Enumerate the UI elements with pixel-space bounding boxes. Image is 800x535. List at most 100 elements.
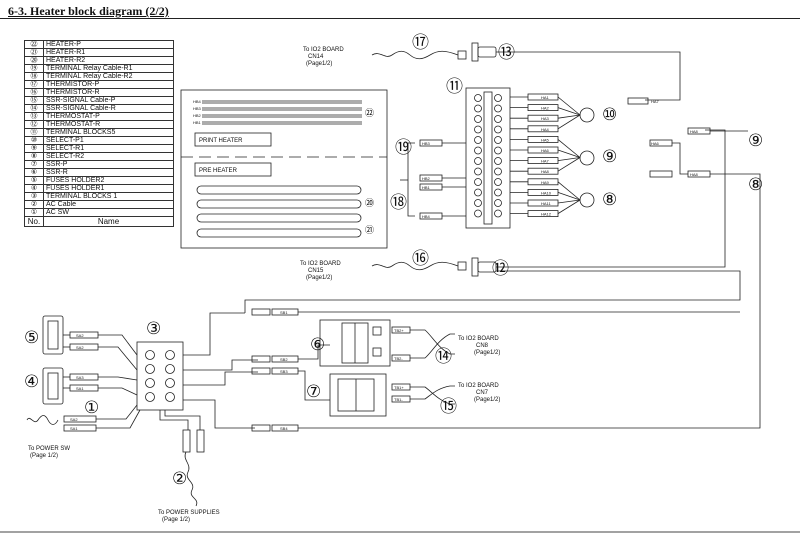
terminal-screw (165, 350, 175, 360)
wire-tag: HA7 (541, 159, 550, 164)
wire-tag: HA9 (541, 180, 550, 185)
callout-7: ⑦ (306, 382, 321, 401)
select-wire (557, 114, 581, 119)
ref-power-sw-line2: (Page 1/2) (30, 453, 58, 459)
wire-tag: HB3 (422, 141, 431, 146)
wire-tag: HB4 (422, 214, 431, 219)
terminal-screw (494, 136, 502, 144)
svg-text:HB2: HB2 (193, 113, 202, 118)
ac-switch-cable (26, 415, 97, 432)
callout-8: ⑧ (602, 190, 617, 209)
callout-21: ㉑ (365, 225, 374, 235)
ref-cn8-line3: (Page1/2) (474, 350, 500, 356)
terminal-block-5 (465, 87, 511, 229)
ref-cn14-line3: (Page1/2) (306, 61, 332, 67)
svg-text:HB4: HB4 (193, 99, 202, 104)
wire-tag: TB2- (394, 356, 403, 361)
ref-cn7-line1: To IO2 BOARD (458, 383, 499, 389)
select-wire (557, 149, 581, 158)
select-wire (557, 96, 581, 116)
select-wire (557, 192, 581, 201)
svg-text:HB3: HB3 (193, 106, 202, 111)
terminal-screw (145, 378, 155, 388)
ref-power-supplies-line2: (Page 1/2) (162, 517, 190, 523)
wire-tag: SB4 (280, 426, 288, 431)
terminal-center-strip (483, 91, 493, 225)
ref-cn7-line3: (Page1/2) (474, 397, 500, 403)
ref-cn15-line3: (Page1/2) (306, 275, 332, 281)
terminal-screw (494, 209, 502, 218)
wire-tag: SA2 (76, 333, 84, 338)
thermistor-r (371, 261, 467, 271)
thermistor-p (371, 50, 467, 60)
terminal-screw (474, 125, 482, 134)
terminal-screw (494, 167, 502, 176)
wire-tag: TB2+ (394, 328, 404, 333)
wire-tag: SA1 (76, 386, 84, 391)
callout-19: ⑲ (395, 138, 412, 157)
wire-tag: HA6 (651, 141, 660, 146)
wire-tag: TB1+ (394, 385, 404, 390)
ref-cn14-line2: CN14 (308, 54, 324, 60)
relay-cable-connectors (400, 139, 466, 220)
terminal-screw (145, 364, 155, 374)
select-wire (557, 139, 581, 158)
select-p1-connector (579, 107, 595, 123)
pre-heater-coils (196, 185, 362, 238)
wire-tag: HA4 (541, 127, 550, 132)
callout-14: ⑭ (435, 347, 452, 366)
callout-2: ② (172, 469, 187, 488)
terminal-screw (494, 125, 502, 134)
select-cables (627, 97, 748, 178)
terminal-screw (494, 188, 502, 197)
terminal-screw (474, 178, 482, 186)
terminal-screw (474, 146, 482, 155)
terminal-screw (165, 392, 175, 402)
callout-8-repeat: ⑧ (748, 175, 763, 194)
terminal-screw (474, 115, 482, 123)
callout-16: ⑯ (412, 249, 429, 268)
print-heater-tags: HB4 HB3 HB2 HB1 (193, 99, 202, 125)
select-wire (557, 199, 581, 204)
wire-tag: SA1 (70, 426, 78, 431)
wire-tag: SA3 (76, 375, 84, 380)
terminal-screw (145, 350, 155, 360)
select-wire (557, 157, 581, 172)
wire-tag: HA1 (541, 95, 550, 100)
terminal-block-5-screws (474, 91, 502, 225)
terminal-screw (494, 94, 502, 102)
callout-10: ⑩ (602, 105, 617, 124)
wire-tag: TB1- (394, 397, 403, 402)
thermostat-p (471, 42, 681, 101)
select-wire-tags (510, 93, 581, 218)
callout-18: ⑱ (390, 193, 407, 212)
print-heater-label-box (194, 132, 272, 147)
wire-tag: HA3 (541, 116, 550, 121)
terminal-screw (474, 199, 482, 207)
print-heater-label: PRINT HEATER (199, 138, 243, 144)
ref-power-sw-line1: To POWER SW (28, 446, 70, 452)
terminal-screw (494, 146, 502, 155)
terminal-screw (494, 178, 502, 186)
wire-tag: HA12 (541, 212, 552, 217)
pre-heater-label: PRE HEATER (199, 168, 238, 174)
wire-tag: HA5 (541, 137, 550, 142)
terminal-screw (474, 209, 482, 218)
terminal-screw (494, 104, 502, 113)
ref-cn14-line1: To IO2 BOARD (303, 47, 344, 53)
title-underline (0, 18, 800, 19)
terminal-screw (165, 378, 175, 388)
select-wire (557, 181, 581, 201)
callout-5: ⑤ (24, 328, 39, 347)
callout-13: ⑬ (498, 43, 515, 62)
wire-tag: HA11 (541, 201, 551, 206)
terminal-screw (474, 188, 482, 197)
callout-11: ⑪ (446, 77, 463, 96)
select-wire (557, 199, 581, 214)
thermostat-r (244, 129, 741, 313)
wire-tag: HA2 (541, 106, 550, 111)
terminal-blocks-1 (136, 341, 184, 411)
ref-cn8-line2: CN8 (476, 343, 489, 349)
select-wire (557, 157, 581, 161)
